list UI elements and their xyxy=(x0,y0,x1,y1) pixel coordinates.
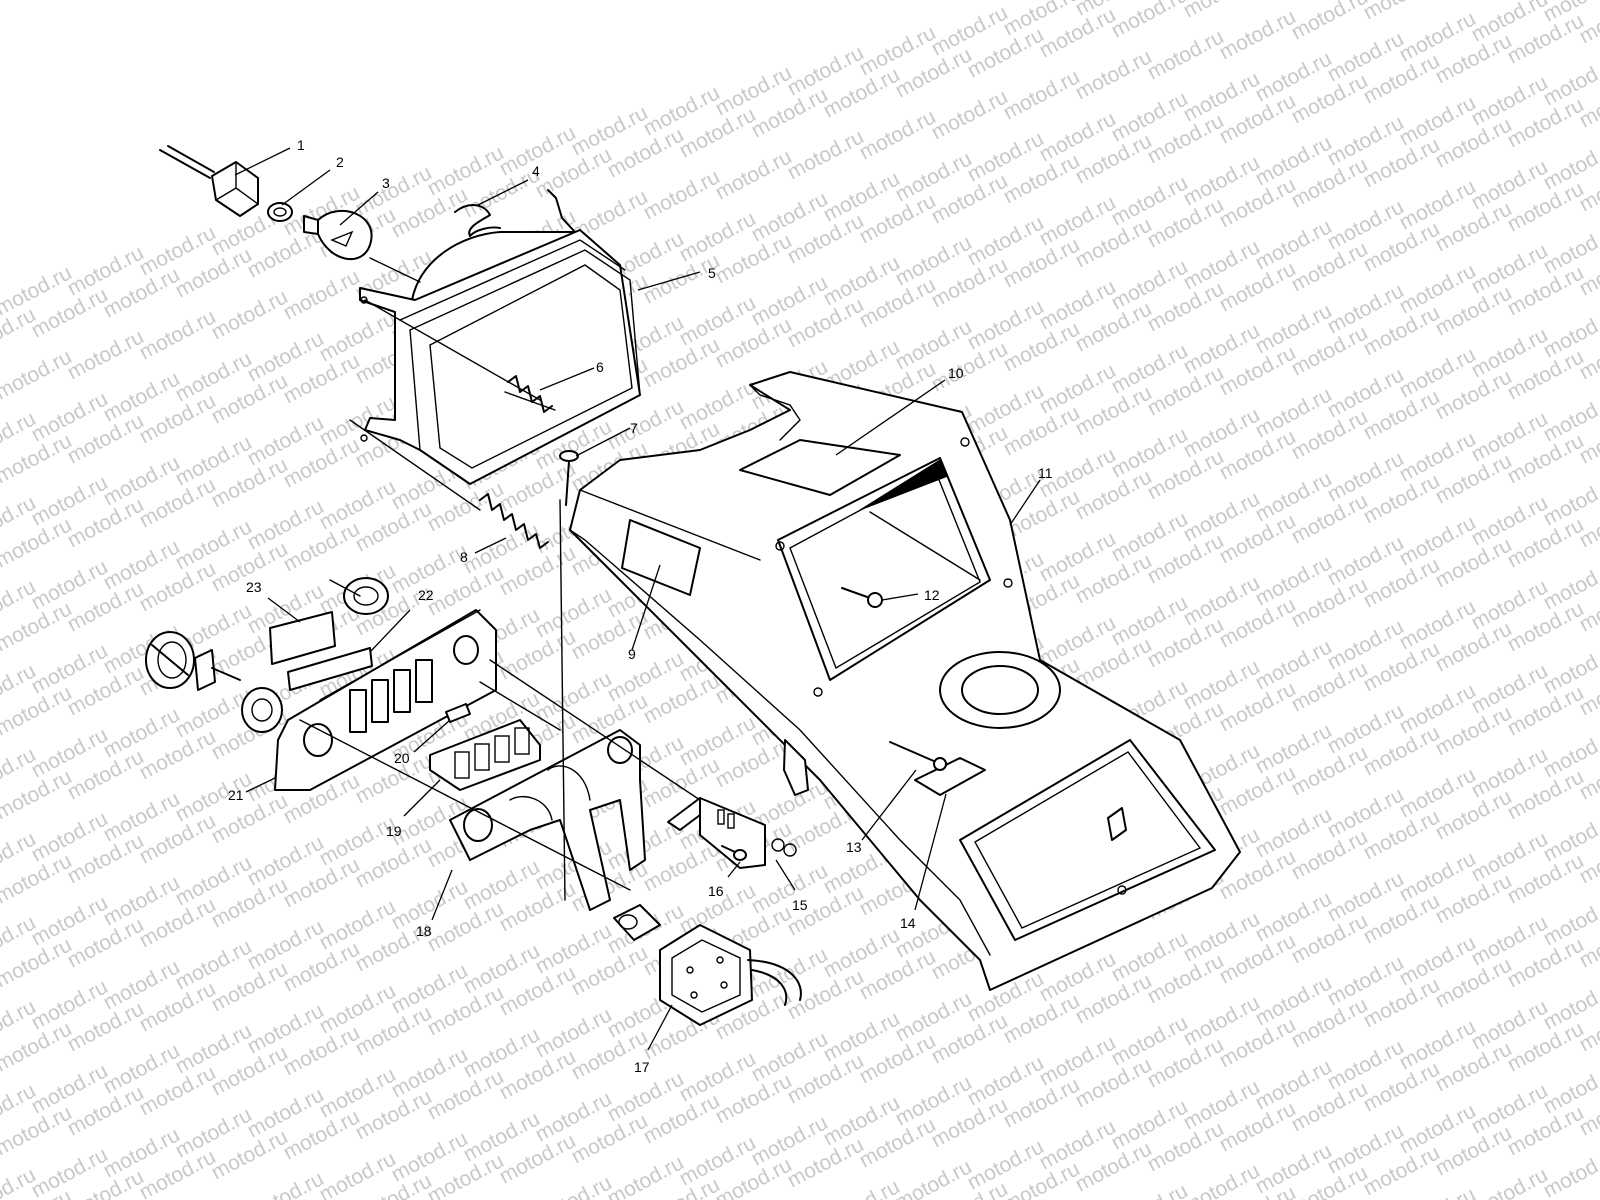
watermark-text: motod.ru xyxy=(1252,0,1336,2)
decal-top xyxy=(739,439,901,496)
watermark-text: motod.ru xyxy=(208,285,292,344)
callout-20: 20 xyxy=(394,750,410,766)
watermark-text: motod.ru xyxy=(640,165,724,224)
bulb-retainer-ring xyxy=(267,202,293,222)
watermark-text: motod.ru xyxy=(0,345,76,404)
watermark-text: motod.ru xyxy=(1072,45,1156,104)
harness-connector xyxy=(613,904,802,1026)
watermark-text: motod.ru xyxy=(1432,0,1516,4)
adjuster-spring-lower xyxy=(479,493,549,549)
callout-6: 6 xyxy=(596,359,604,375)
callout-17: 17 xyxy=(634,1059,650,1075)
headlight-connector xyxy=(211,161,259,217)
watermark-text: motod.ru xyxy=(784,125,868,184)
callout-15: 15 xyxy=(792,897,808,913)
headlight-housing xyxy=(359,189,641,485)
watermark-text: motod.ru xyxy=(856,105,940,164)
switch-decal xyxy=(269,611,336,665)
watermark-text: motod.ru xyxy=(532,1171,616,1200)
backing-plate xyxy=(287,647,373,691)
switch-assembly xyxy=(145,499,802,1026)
callout-19: 19 xyxy=(386,823,402,839)
callout-4: 4 xyxy=(532,163,540,179)
decal-left xyxy=(621,519,701,596)
switch-screw xyxy=(721,845,747,861)
callout-10: 10 xyxy=(948,365,964,381)
callout-7: 7 xyxy=(630,420,638,436)
watermark-text: motod.ru xyxy=(1540,1143,1600,1200)
callouts: 1 2 3 4 5 6 7 8 9 10 11 12 13 14 15 16 1… xyxy=(228,137,1053,1075)
watermark-text: motod.ru xyxy=(1108,0,1192,42)
callout-2: 2 xyxy=(336,154,344,170)
headlight-bulb xyxy=(303,210,373,261)
panel-screw-lower xyxy=(889,741,947,771)
watermark-text: motod.ru xyxy=(1144,25,1228,84)
watermark-text: motod.ru xyxy=(136,305,220,364)
callout-12: 12 xyxy=(924,587,940,603)
callout-9: 9 xyxy=(628,646,636,662)
callout-8: 8 xyxy=(460,549,468,565)
adjuster-screw xyxy=(559,450,579,506)
watermark-text: motod.ru xyxy=(1360,0,1444,24)
watermark-text: motod.ru xyxy=(1000,65,1084,124)
toggle-switch xyxy=(667,797,797,869)
hood-latch xyxy=(1107,807,1127,841)
switch-nut xyxy=(241,687,283,733)
callout-23: 23 xyxy=(246,579,262,595)
watermark-text: motod.ru xyxy=(928,85,1012,144)
watermark-text: motod.ru xyxy=(64,325,148,384)
callout-14: 14 xyxy=(900,915,916,931)
watermark-text: motod.ru xyxy=(244,1167,328,1200)
callout-21: 21 xyxy=(228,787,244,803)
callout-5: 5 xyxy=(708,265,716,281)
panel-screw-upper xyxy=(841,587,883,608)
watermark-text: motod.ru xyxy=(1180,1159,1264,1200)
watermark-text: motod.ru xyxy=(1108,1179,1192,1200)
watermark-text: motod.ru xyxy=(1288,0,1372,44)
mounting-bracket xyxy=(449,729,646,911)
watermark-text: motod.ru xyxy=(1180,0,1264,22)
fuse-block xyxy=(429,719,541,791)
watermark-text: motod.ru xyxy=(1396,1183,1480,1200)
watermark-text: motod.ru xyxy=(892,1155,976,1200)
callout-13: 13 xyxy=(846,839,862,855)
watermark-text: motod.ru xyxy=(1216,5,1300,64)
hood-panel xyxy=(569,371,1241,991)
switch-console xyxy=(274,609,497,791)
callout-3: 3 xyxy=(382,175,390,191)
watermark-text: motod.ru xyxy=(820,1175,904,1200)
ignition-key xyxy=(194,649,241,691)
callout-22: 22 xyxy=(418,587,434,603)
headlight-assembly xyxy=(159,145,641,549)
grommet xyxy=(343,577,389,615)
callout-18: 18 xyxy=(416,923,432,939)
callout-11: 11 xyxy=(1038,465,1053,481)
ignition-switch xyxy=(145,631,195,689)
callout-1: 1 xyxy=(297,137,305,153)
fuse xyxy=(445,703,471,723)
callout-16: 16 xyxy=(708,883,724,899)
watermark-text: motod.ru xyxy=(280,265,364,324)
watermark-text: motod.ru xyxy=(712,145,796,204)
